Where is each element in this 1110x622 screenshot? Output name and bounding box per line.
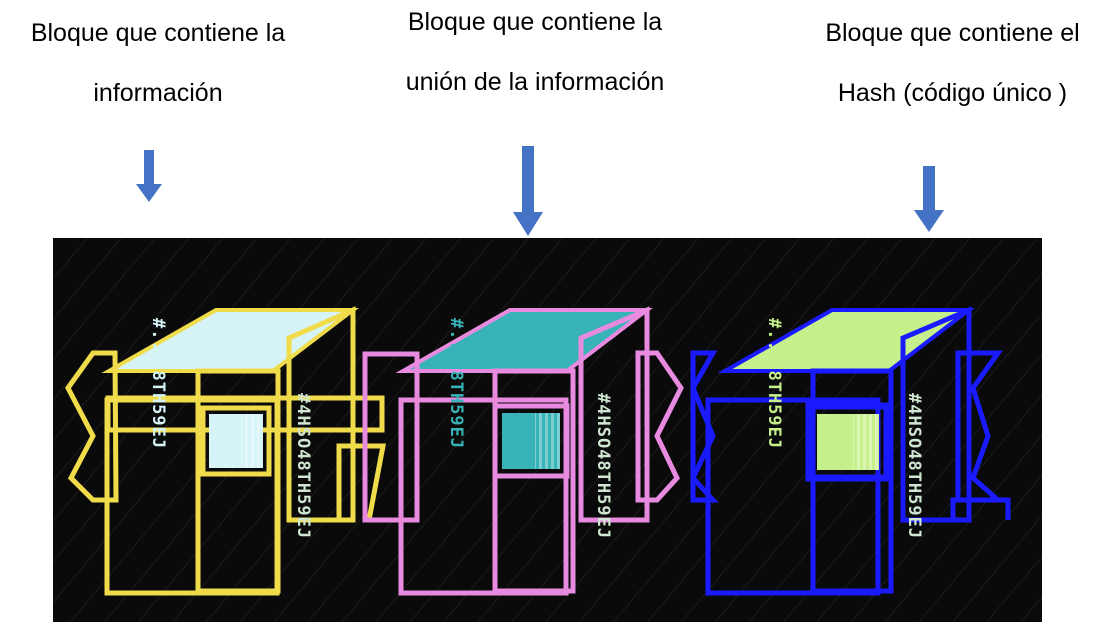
- hash-label: 5G8TH59EJ: [148, 348, 168, 449]
- caption-line-1: Bloque que contiene la: [407, 8, 663, 36]
- union-block: #... 5G8TH59EJ #4HSO48TH59EJ: [362, 306, 684, 596]
- blockchain-illustration: #... 5G8TH59EJ #4HSO48TH59EJ #... 5G8TH5…: [53, 238, 1042, 622]
- hash-label: #4HSO48TH59EJ: [904, 393, 924, 539]
- down-arrow-icon: [914, 166, 944, 232]
- hash-label: #...: [446, 318, 466, 363]
- hash-label: 5G8TH59EJ: [764, 348, 784, 449]
- caption-line-2: unión de la información: [405, 68, 665, 96]
- caption-information-block: Bloque que contiene la información: [0, 3, 316, 123]
- caption-line-1: Bloque que contiene la: [30, 19, 286, 47]
- hash-label: #4HSO48TH59EJ: [293, 393, 313, 539]
- down-arrow-icon: [136, 150, 162, 202]
- caption-line-2: Hash (código único ): [837, 79, 1068, 107]
- caption-hash-block: Bloque que contiene el Hash (código únic…: [795, 3, 1110, 123]
- hash-label: #...: [764, 318, 784, 363]
- data-block: #... 5G8TH59EJ #4HSO48TH59EJ: [65, 306, 387, 596]
- caption-line-1: Bloque que contiene el: [825, 19, 1080, 47]
- hash-label: #4HSO48TH59EJ: [593, 393, 613, 539]
- caption-union-block: Bloque que contiene la unión de la infor…: [345, 0, 725, 112]
- hash-block: #... 5G8TH59EJ #4HSO48TH59EJ: [690, 306, 1011, 596]
- down-arrow-icon: [513, 146, 543, 236]
- hash-label: #...: [148, 318, 168, 363]
- hash-label: 5G8TH59EJ: [446, 348, 466, 449]
- caption-line-2: información: [93, 79, 223, 107]
